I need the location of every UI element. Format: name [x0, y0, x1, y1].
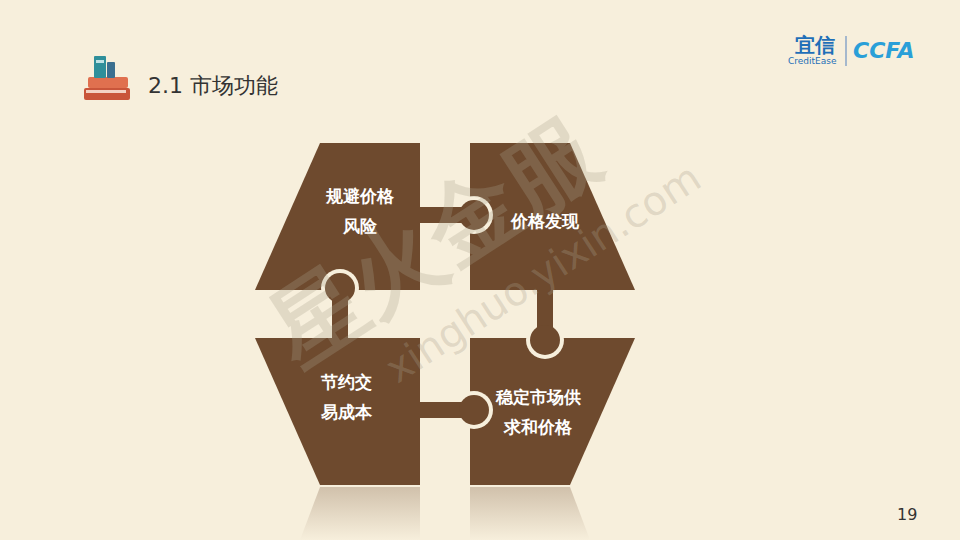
piece-label: 节约交 易成本 [317, 368, 375, 428]
puzzle-piece: 稳定市场供 求和价格 [470, 338, 635, 485]
page-number: 19 [897, 505, 917, 524]
book-icon [84, 56, 130, 100]
logo-text: CCFA [853, 38, 915, 63]
piece-label: 规避价格 风险 [323, 182, 397, 242]
reflection [470, 487, 590, 540]
piece-shape [470, 338, 635, 485]
logo-text: 宜信 [795, 32, 835, 59]
logo-divider [845, 36, 847, 66]
logo-subtext: CreditEase [788, 56, 837, 66]
piece-label: 稳定市场供 求和价格 [492, 383, 584, 443]
reflection [300, 487, 420, 540]
slide-title: 2.1 市场功能 [148, 71, 278, 101]
piece-label: 价格发现 [508, 207, 582, 237]
